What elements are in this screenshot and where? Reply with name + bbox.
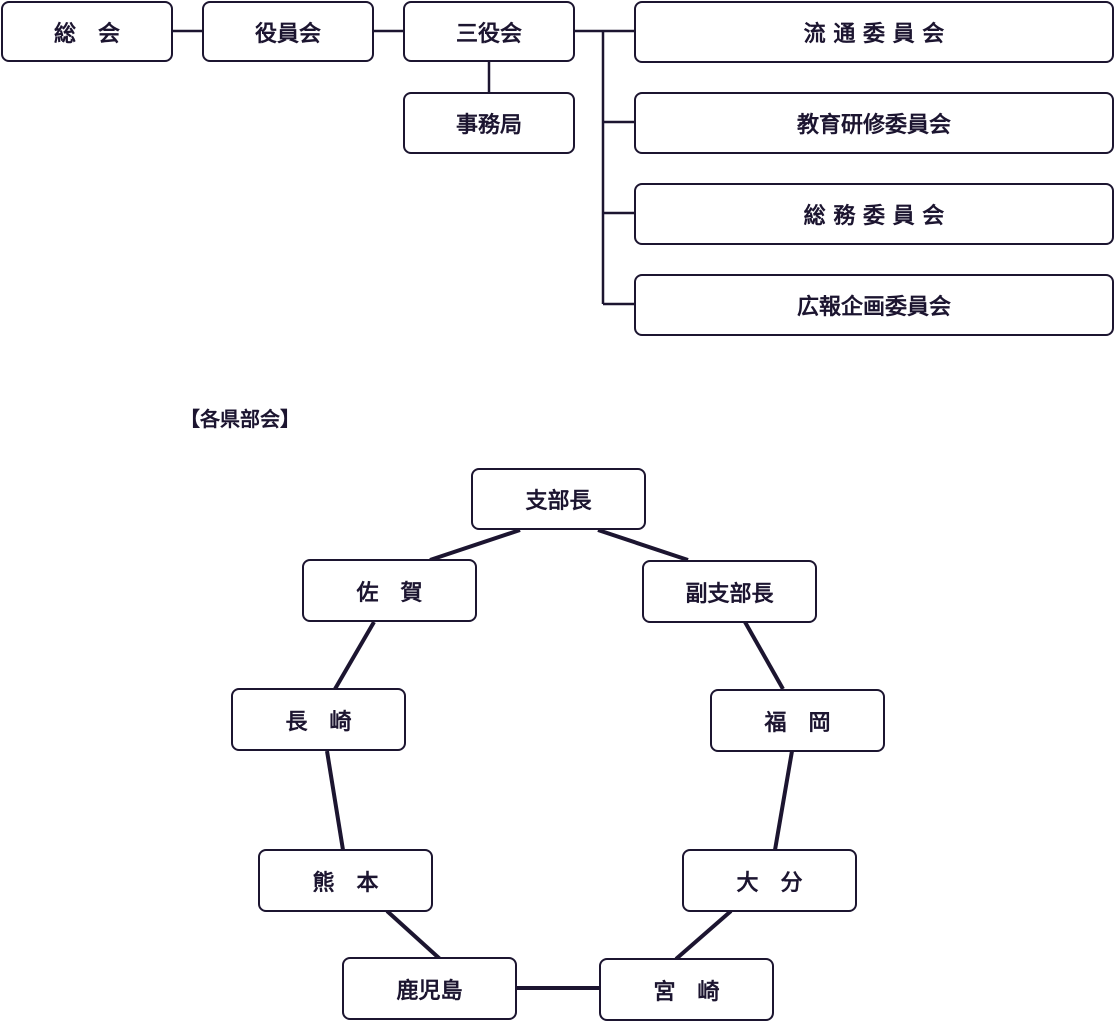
fukuoka-box: 福 岡 — [710, 689, 885, 752]
general-meeting-label: 総 会 — [53, 21, 120, 47]
nagasaki-box: 長 崎 — [231, 688, 406, 751]
general-meeting-box: 総 会 — [1, 1, 173, 62]
three-officers-box: 三役会 — [403, 1, 575, 62]
committee-general-affairs-box: 総 務 委 員 会 — [634, 183, 1114, 245]
vice-branch-head-box: 副支部長 — [642, 560, 817, 623]
three-officers-label: 三役会 — [455, 21, 522, 47]
prefecture-section-heading: 【各県部会】 — [180, 407, 300, 431]
oita-label: 大 分 — [736, 870, 803, 896]
miyazaki-box: 宮 崎 — [599, 958, 774, 1021]
ring-link-kagoshima-kumamoto — [385, 909, 442, 961]
oita-box: 大 分 — [682, 849, 857, 912]
committee-label: 教育研修委員会 — [796, 113, 951, 138]
branch-head-box: 支部長 — [471, 468, 646, 530]
ring-link-saga-head — [429, 528, 521, 562]
committee-label: 総 務 委 員 会 — [803, 204, 945, 229]
committee-label: 流 通 委 員 会 — [803, 22, 945, 47]
miyazaki-label: 宮 崎 — [653, 979, 720, 1005]
ring-link-oita-miyazaki — [674, 909, 733, 961]
saga-label: 佐 賀 — [356, 580, 423, 606]
committee-pr-planning-box: 広報企画委員会 — [634, 274, 1114, 336]
kagoshima-label: 鹿児島 — [396, 978, 463, 1004]
kumamoto-box: 熊 本 — [258, 849, 433, 912]
vice-branch-head-label: 副支部長 — [685, 581, 774, 607]
ring-link-head-vice — [597, 528, 689, 562]
committee-distribution-box: 流 通 委 員 会 — [634, 1, 1114, 63]
branch-head-label: 支部長 — [525, 489, 592, 514]
kumamoto-label: 熊 本 — [312, 870, 379, 896]
fukuoka-label: 福 岡 — [764, 710, 831, 736]
committee-label: 広報企画委員会 — [796, 295, 951, 320]
ring-link-kumamoto-nagasaki — [325, 750, 345, 851]
secretariat-label: 事務局 — [455, 113, 522, 138]
nagasaki-label: 長 崎 — [285, 709, 352, 735]
saga-box: 佐 賀 — [302, 559, 477, 622]
ring-link-fukuoka-oita — [773, 750, 794, 851]
board-box: 役員会 — [202, 1, 374, 62]
board-label: 役員会 — [254, 21, 321, 47]
secretariat-box: 事務局 — [403, 92, 575, 154]
ring-link-vice-fukuoka — [743, 621, 785, 690]
kagoshima-box: 鹿児島 — [342, 957, 517, 1020]
ring-link-nagasaki-saga — [333, 620, 376, 691]
committee-education-box: 教育研修委員会 — [634, 92, 1114, 154]
